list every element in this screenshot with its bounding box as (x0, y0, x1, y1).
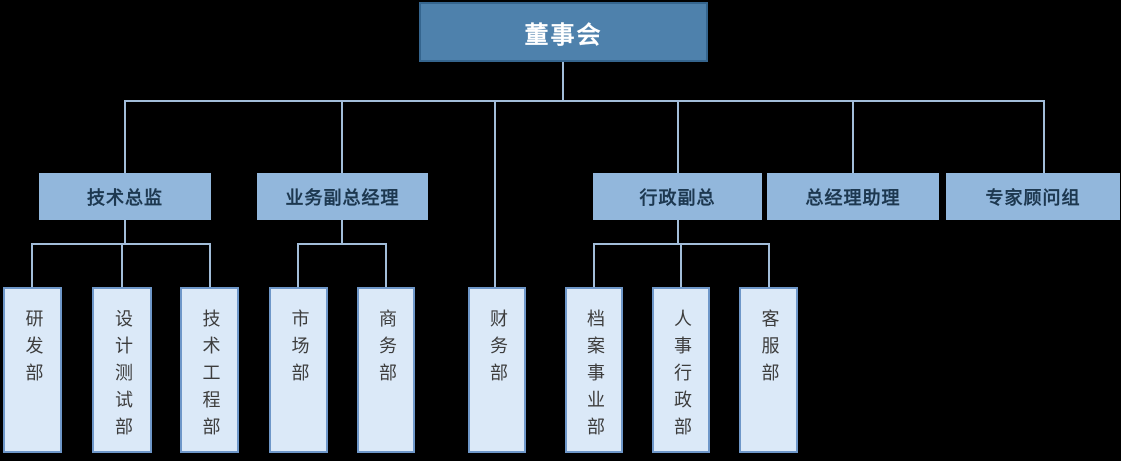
org-node-marketing-dept: 市场部 (269, 287, 328, 453)
org-node-admin-deputy-gm: 行政副总 (593, 173, 762, 220)
org-node-finance-dept-label: 财务部 (487, 309, 508, 390)
org-node-archives-division-dept-label: 档案事业部 (584, 309, 605, 444)
org-node-customer-service-dept-label: 客服部 (758, 309, 780, 390)
org-node-board: 董事会 (419, 2, 708, 62)
org-node-gm-assistant-label: 总经理助理 (805, 187, 901, 209)
connector-stem-tech-director (124, 220, 126, 244)
connector-drop-finance-dept (494, 100, 496, 287)
connector-drop-customer-service-dept (768, 243, 770, 287)
org-node-admin-deputy-gm-label: 行政副总 (639, 187, 716, 209)
org-node-tech-engineering-dept: 技术工程部 (180, 287, 239, 453)
org-node-marketing-dept-label: 市场部 (288, 309, 310, 390)
org-node-commerce-dept-label: 商务部 (376, 309, 397, 390)
connector-stem-business-deputy-gm (341, 220, 343, 244)
org-node-expert-advisory-group-label: 专家顾问组 (985, 187, 1081, 209)
org-node-business-deputy-gm-label: 业务副总经理 (285, 187, 400, 209)
org-node-rd-dept: 研发部 (3, 287, 62, 453)
org-node-tech-director: 技术总监 (39, 173, 211, 220)
connector-drop-rd-dept (31, 243, 33, 287)
org-node-hr-admin-dept-label: 人事行政部 (671, 309, 692, 444)
org-node-archives-division-dept: 档案事业部 (565, 287, 623, 453)
org-node-expert-advisory-group: 专家顾问组 (946, 173, 1120, 220)
org-node-tech-engineering-dept-label: 技术工程部 (199, 309, 221, 444)
connector-drop-marketing-dept (297, 243, 299, 287)
connector-drop-tech-director (124, 100, 126, 173)
connector-drop-design-testing-dept (121, 243, 123, 287)
org-node-board-label: 董事会 (524, 20, 603, 49)
org-node-design-testing-dept: 设计测试部 (92, 287, 152, 453)
connector-drop-expert-advisory-group (1043, 100, 1045, 173)
connector-drop-archives-division-dept (593, 243, 595, 287)
org-node-business-deputy-gm: 业务副总经理 (257, 173, 428, 220)
connector-root-stem (562, 61, 564, 101)
org-node-gm-assistant: 总经理助理 (767, 173, 939, 220)
org-node-finance-dept: 财务部 (468, 287, 526, 453)
org-node-rd-dept-label: 研发部 (22, 309, 44, 390)
connector-drop-hr-admin-dept (680, 243, 682, 287)
connector-rail-business-deputy-gm (297, 243, 387, 245)
connector-main-rail (124, 100, 1045, 102)
connector-drop-business-deputy-gm (341, 100, 343, 173)
connector-stem-admin-deputy-gm (677, 220, 679, 244)
connector-drop-admin-deputy-gm (677, 100, 679, 173)
org-node-commerce-dept: 商务部 (357, 287, 415, 453)
org-node-tech-director-label: 技术总监 (87, 187, 163, 209)
connector-drop-gm-assistant (852, 100, 854, 173)
connector-drop-tech-engineering-dept (209, 243, 211, 287)
connector-drop-commerce-dept (385, 243, 387, 287)
org-node-hr-admin-dept: 人事行政部 (652, 287, 710, 453)
org-node-customer-service-dept: 客服部 (739, 287, 798, 453)
org-node-design-testing-dept-label: 设计测试部 (112, 309, 133, 444)
